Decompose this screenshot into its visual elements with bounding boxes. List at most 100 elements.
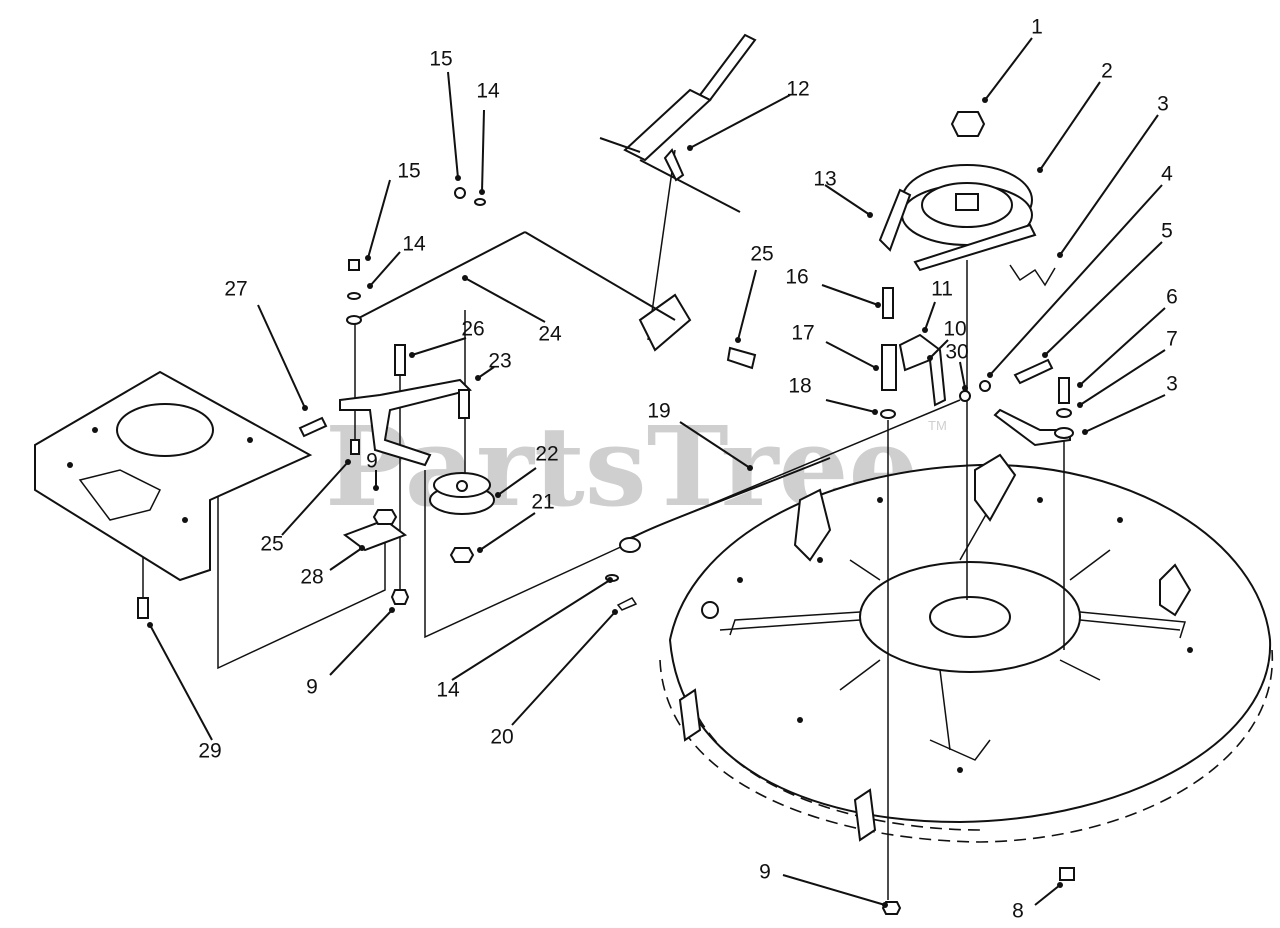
bolt-29: [137, 597, 149, 619]
callout-3: 3: [1057, 93, 1169, 258]
leader-line: [411, 337, 467, 356]
leader-dot: [687, 145, 693, 151]
callout-label: 15: [429, 48, 452, 71]
callout-label: 25: [750, 243, 773, 266]
leader-line: [257, 304, 306, 409]
leader-line: [1084, 394, 1166, 433]
leader-dot: [479, 189, 485, 195]
shoulder-bolt-25: [726, 346, 757, 370]
clutch-rod: [354, 231, 526, 321]
leader-line: [924, 301, 936, 331]
leader-dot: [1037, 167, 1043, 173]
callout-label: 14: [476, 80, 500, 103]
callout-26: 26: [409, 318, 485, 358]
leader-line: [1059, 114, 1159, 256]
leader-line: [1079, 307, 1166, 386]
leader-dot: [747, 465, 753, 471]
lever-spring: [663, 148, 685, 182]
leader-dot: [987, 372, 993, 378]
leader-dot: [872, 409, 878, 415]
leader-line: [1044, 241, 1163, 356]
callout-27: 27: [224, 278, 308, 411]
leader-line: [689, 94, 791, 149]
leader-dot: [147, 622, 153, 628]
square-nut-8: [1059, 867, 1075, 881]
callout-17: 17: [791, 322, 879, 371]
leader-dot: [875, 302, 881, 308]
leader-dot: [873, 365, 879, 371]
leader-dot: [927, 355, 933, 361]
leader-line: [821, 284, 879, 306]
washer-14: [347, 292, 361, 300]
leader-line: [959, 361, 966, 389]
washer-14-upper: [474, 198, 486, 206]
leader-dot: [367, 283, 373, 289]
callout-label: 8: [1012, 900, 1024, 923]
callout-9: 9: [306, 607, 395, 699]
idler-arm-bracket: [638, 293, 692, 352]
callout-layer: 1234567389991030111213141414151516171819…: [147, 16, 1178, 923]
callout-label: 19: [647, 400, 670, 423]
callout-label: 22: [535, 443, 558, 466]
callout-label: 3: [1157, 93, 1169, 116]
leader-dot: [867, 212, 873, 218]
callout-25: 25: [260, 459, 351, 556]
deck-bracket-left: [678, 688, 702, 742]
callout-label: 16: [785, 266, 808, 289]
callout-6: 6: [1077, 286, 1178, 388]
leader-dot: [612, 609, 618, 615]
leader-line: [737, 269, 757, 341]
leader-line: [984, 37, 1033, 101]
leader-line: [929, 339, 949, 359]
deck-spider-frame: [719, 489, 1186, 761]
callout-label: 14: [436, 679, 460, 702]
callout-label: 26: [461, 318, 484, 341]
leader-dot: [365, 255, 371, 261]
leader-line: [329, 547, 363, 571]
callout-5: 5: [1042, 220, 1173, 358]
spring-27: [298, 416, 328, 438]
callout-19: 19: [647, 400, 753, 471]
leader-dot: [373, 485, 379, 491]
leader-line: [369, 251, 401, 287]
callout-label: 18: [788, 375, 811, 398]
leader-dot: [409, 352, 415, 358]
engagement-lever-assembly: [599, 33, 757, 352]
leader-dot: [345, 459, 351, 465]
callout-label: 30: [945, 341, 968, 364]
callout-label: 1: [1031, 16, 1043, 39]
leader-line: [149, 624, 213, 741]
leader-dot: [389, 607, 395, 613]
nut-21: [449, 547, 475, 563]
callout-30: 30: [945, 341, 969, 391]
bolt-25-lower: [350, 439, 360, 455]
callout-1: 1: [982, 16, 1043, 103]
leader-line: [329, 609, 393, 676]
belt-keeper: [1009, 264, 1056, 287]
callout-label: 20: [490, 726, 513, 749]
callout-14: 14: [476, 80, 500, 195]
callout-15: 15: [429, 48, 461, 181]
watermark-tm: TM: [928, 418, 947, 433]
leader-dot: [475, 375, 481, 381]
leader-dot: [982, 97, 988, 103]
leader-line: [824, 184, 871, 216]
leader-dot: [477, 547, 483, 553]
callout-label: 11: [931, 278, 953, 301]
leader-line: [1034, 884, 1061, 906]
bolt-6: [1058, 377, 1070, 404]
leader-dot: [882, 902, 888, 908]
callout-label: 29: [198, 740, 221, 763]
deck-roller: [701, 601, 719, 619]
callout-10: 10: [927, 318, 967, 361]
callout-label: 13: [813, 168, 836, 191]
callout-9: 9: [366, 450, 379, 491]
callout-label: 27: [224, 278, 247, 301]
callout-label: 24: [538, 323, 562, 346]
callout-28: 28: [300, 545, 365, 589]
callout-label: 25: [260, 533, 283, 556]
callout-14: 14: [367, 233, 426, 289]
leader-line: [477, 366, 495, 379]
callout-23: 23: [475, 350, 512, 381]
leader-dot: [302, 405, 308, 411]
